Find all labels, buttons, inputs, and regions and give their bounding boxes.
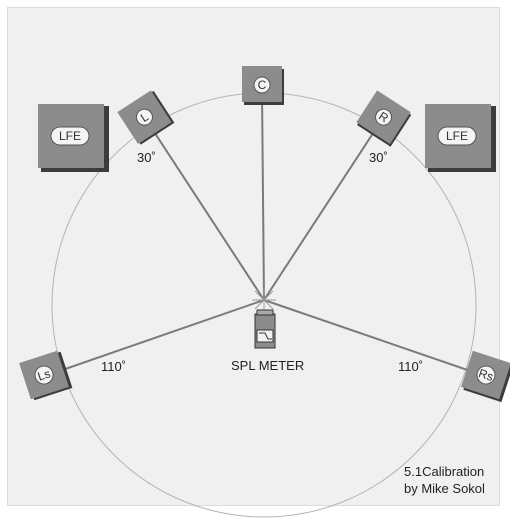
ls-label: Ls	[36, 366, 52, 383]
starburst-icon	[252, 288, 276, 312]
line-left-surround	[47, 299, 265, 376]
rs-label: Rs	[477, 366, 495, 384]
angle-front-left: 30˚	[137, 150, 156, 165]
credit-line-1: 5.1Calibration	[404, 464, 484, 479]
line-right-surround	[263, 299, 483, 376]
speaker-right-surround: Rs	[461, 350, 510, 403]
left-badge	[135, 108, 153, 126]
angle-surround-left: 110˚	[101, 359, 126, 374]
rs-badge	[476, 365, 496, 385]
speaker-lines	[47, 91, 483, 376]
speaker-center: C	[242, 66, 284, 105]
lfe-right-label: LFE	[446, 129, 468, 143]
line-left	[144, 117, 265, 301]
ls-badge	[34, 365, 54, 385]
angle-front-right: 30˚	[369, 150, 388, 165]
spl-meter	[254, 309, 276, 349]
speaker-left-surround: Ls	[19, 350, 73, 401]
speaker-lfe-left: LFE	[38, 104, 109, 172]
meter-needle-icon	[259, 332, 272, 340]
line-right	[263, 117, 384, 301]
meter-mic	[256, 309, 274, 316]
right-badge	[375, 108, 393, 126]
lfe-left-label: LFE	[59, 129, 81, 143]
speaker-lfe-right: LFE	[425, 104, 496, 172]
line-center	[261, 91, 265, 301]
center-label: C	[258, 78, 267, 92]
credit-line-2: by Mike Sokol	[404, 481, 485, 496]
angle-surround-right: 110˚	[398, 359, 423, 374]
meter-display	[256, 329, 274, 343]
speaker-left: L	[117, 90, 175, 145]
center-badge	[253, 76, 271, 94]
speaker-right: R	[356, 90, 412, 147]
lfe-left-badge	[50, 126, 90, 146]
meter-label: SPL METER	[231, 358, 304, 373]
lfe-right-badge	[437, 126, 477, 146]
